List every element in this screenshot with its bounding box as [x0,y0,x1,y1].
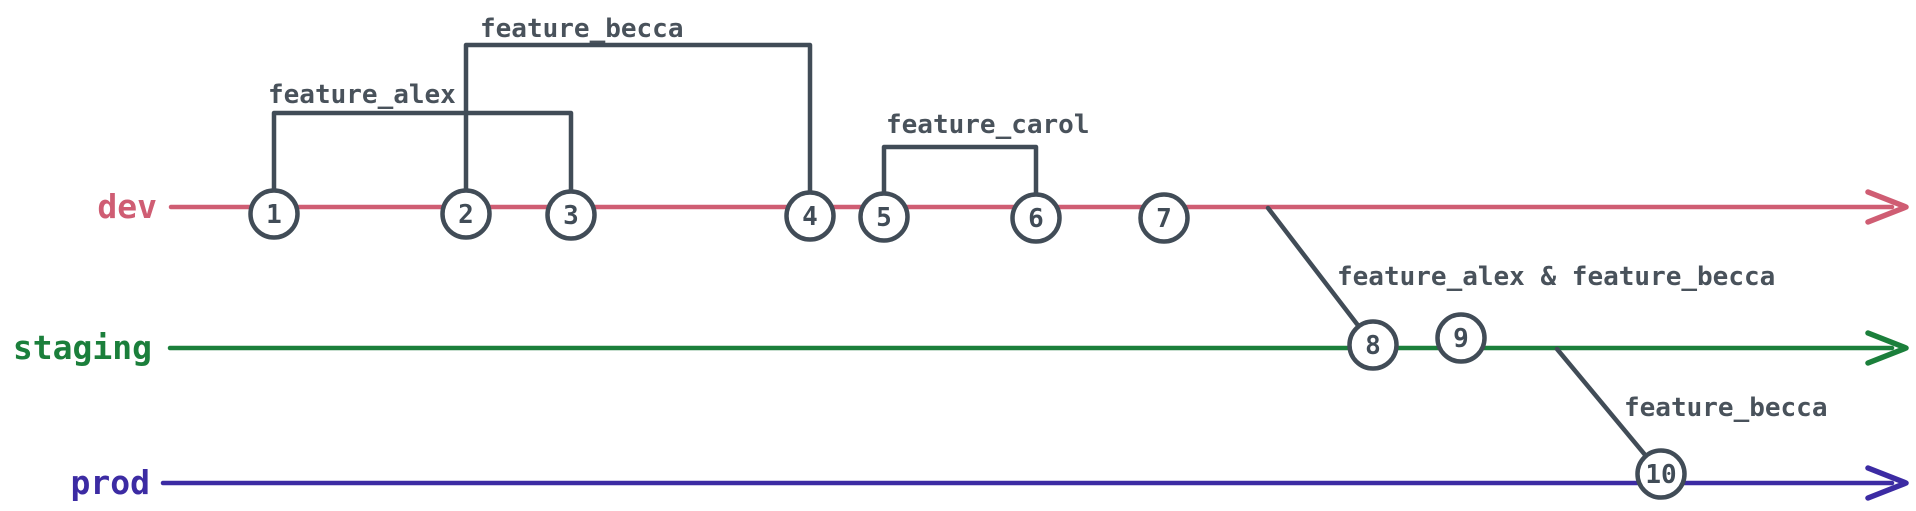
commit-1: 1 [248,188,300,240]
branch-prod: prod [71,463,1909,502]
commit-number: 9 [1453,324,1469,354]
merge-link-10: feature_becca [1554,346,1828,458]
feature-bracket-line [881,144,1039,211]
feature-branch-label: feature_becca [480,14,684,44]
commit-9: 9 [1435,312,1487,364]
feature-branch-label: feature_carol [886,110,1090,140]
merge-diagonal-line [1265,205,1361,328]
feature-bracket-line [271,110,574,208]
feature-bracket-line [463,42,813,209]
commit-number: 4 [802,202,818,232]
commit-circle [440,188,492,240]
branch-staging: staging [13,328,1909,367]
commit-number: 3 [563,201,579,231]
commit-3: 3 [545,189,597,241]
commit-10: 10 [1635,448,1687,500]
merge-label: feature_becca [1624,393,1828,423]
commit-circle [1138,192,1190,244]
commit-6: 6 [1010,192,1062,244]
commit-2: 2 [440,188,492,240]
branch-label-prod: prod [71,463,150,502]
feature-branch-label: feature_alex [268,80,456,110]
merge-diagonal-line [1554,346,1648,458]
merge-label: feature_alex & feature_becca [1337,262,1775,292]
commit-5: 5 [858,191,910,243]
commit-8: 8 [1347,319,1399,371]
commit-number: 6 [1028,204,1044,234]
branch-arrowhead-staging [1865,330,1909,366]
branch-label-staging: staging [13,328,152,367]
commit-circle [1635,448,1687,500]
commit-4: 4 [784,190,836,242]
merge-link-8: feature_alex & feature_becca [1265,205,1775,328]
branch-arrowhead-dev [1865,189,1909,225]
branch-label-dev: dev [97,187,157,226]
commit-circle [1347,319,1399,371]
commit-circle [784,190,836,242]
feature-bracket-feature_becca: feature_becca [463,14,813,209]
feature-bracket-feature_carol: feature_carol [881,110,1090,211]
commit-number: 10 [1645,460,1676,490]
commit-circle [858,191,910,243]
branch-arrowhead-prod [1865,465,1909,501]
commit-7: 7 [1138,192,1190,244]
commit-number: 2 [458,200,474,230]
commit-circle [248,188,300,240]
feature-bracket-feature_alex: feature_alex [268,80,574,208]
commit-number: 8 [1365,331,1381,361]
commit-circle [1435,312,1487,364]
commit-number: 7 [1156,204,1172,234]
commit-circle [545,189,597,241]
commit-circle [1010,192,1062,244]
branch-dev: dev [97,187,1909,226]
commit-number: 1 [266,200,282,230]
commit-number: 5 [876,203,892,233]
